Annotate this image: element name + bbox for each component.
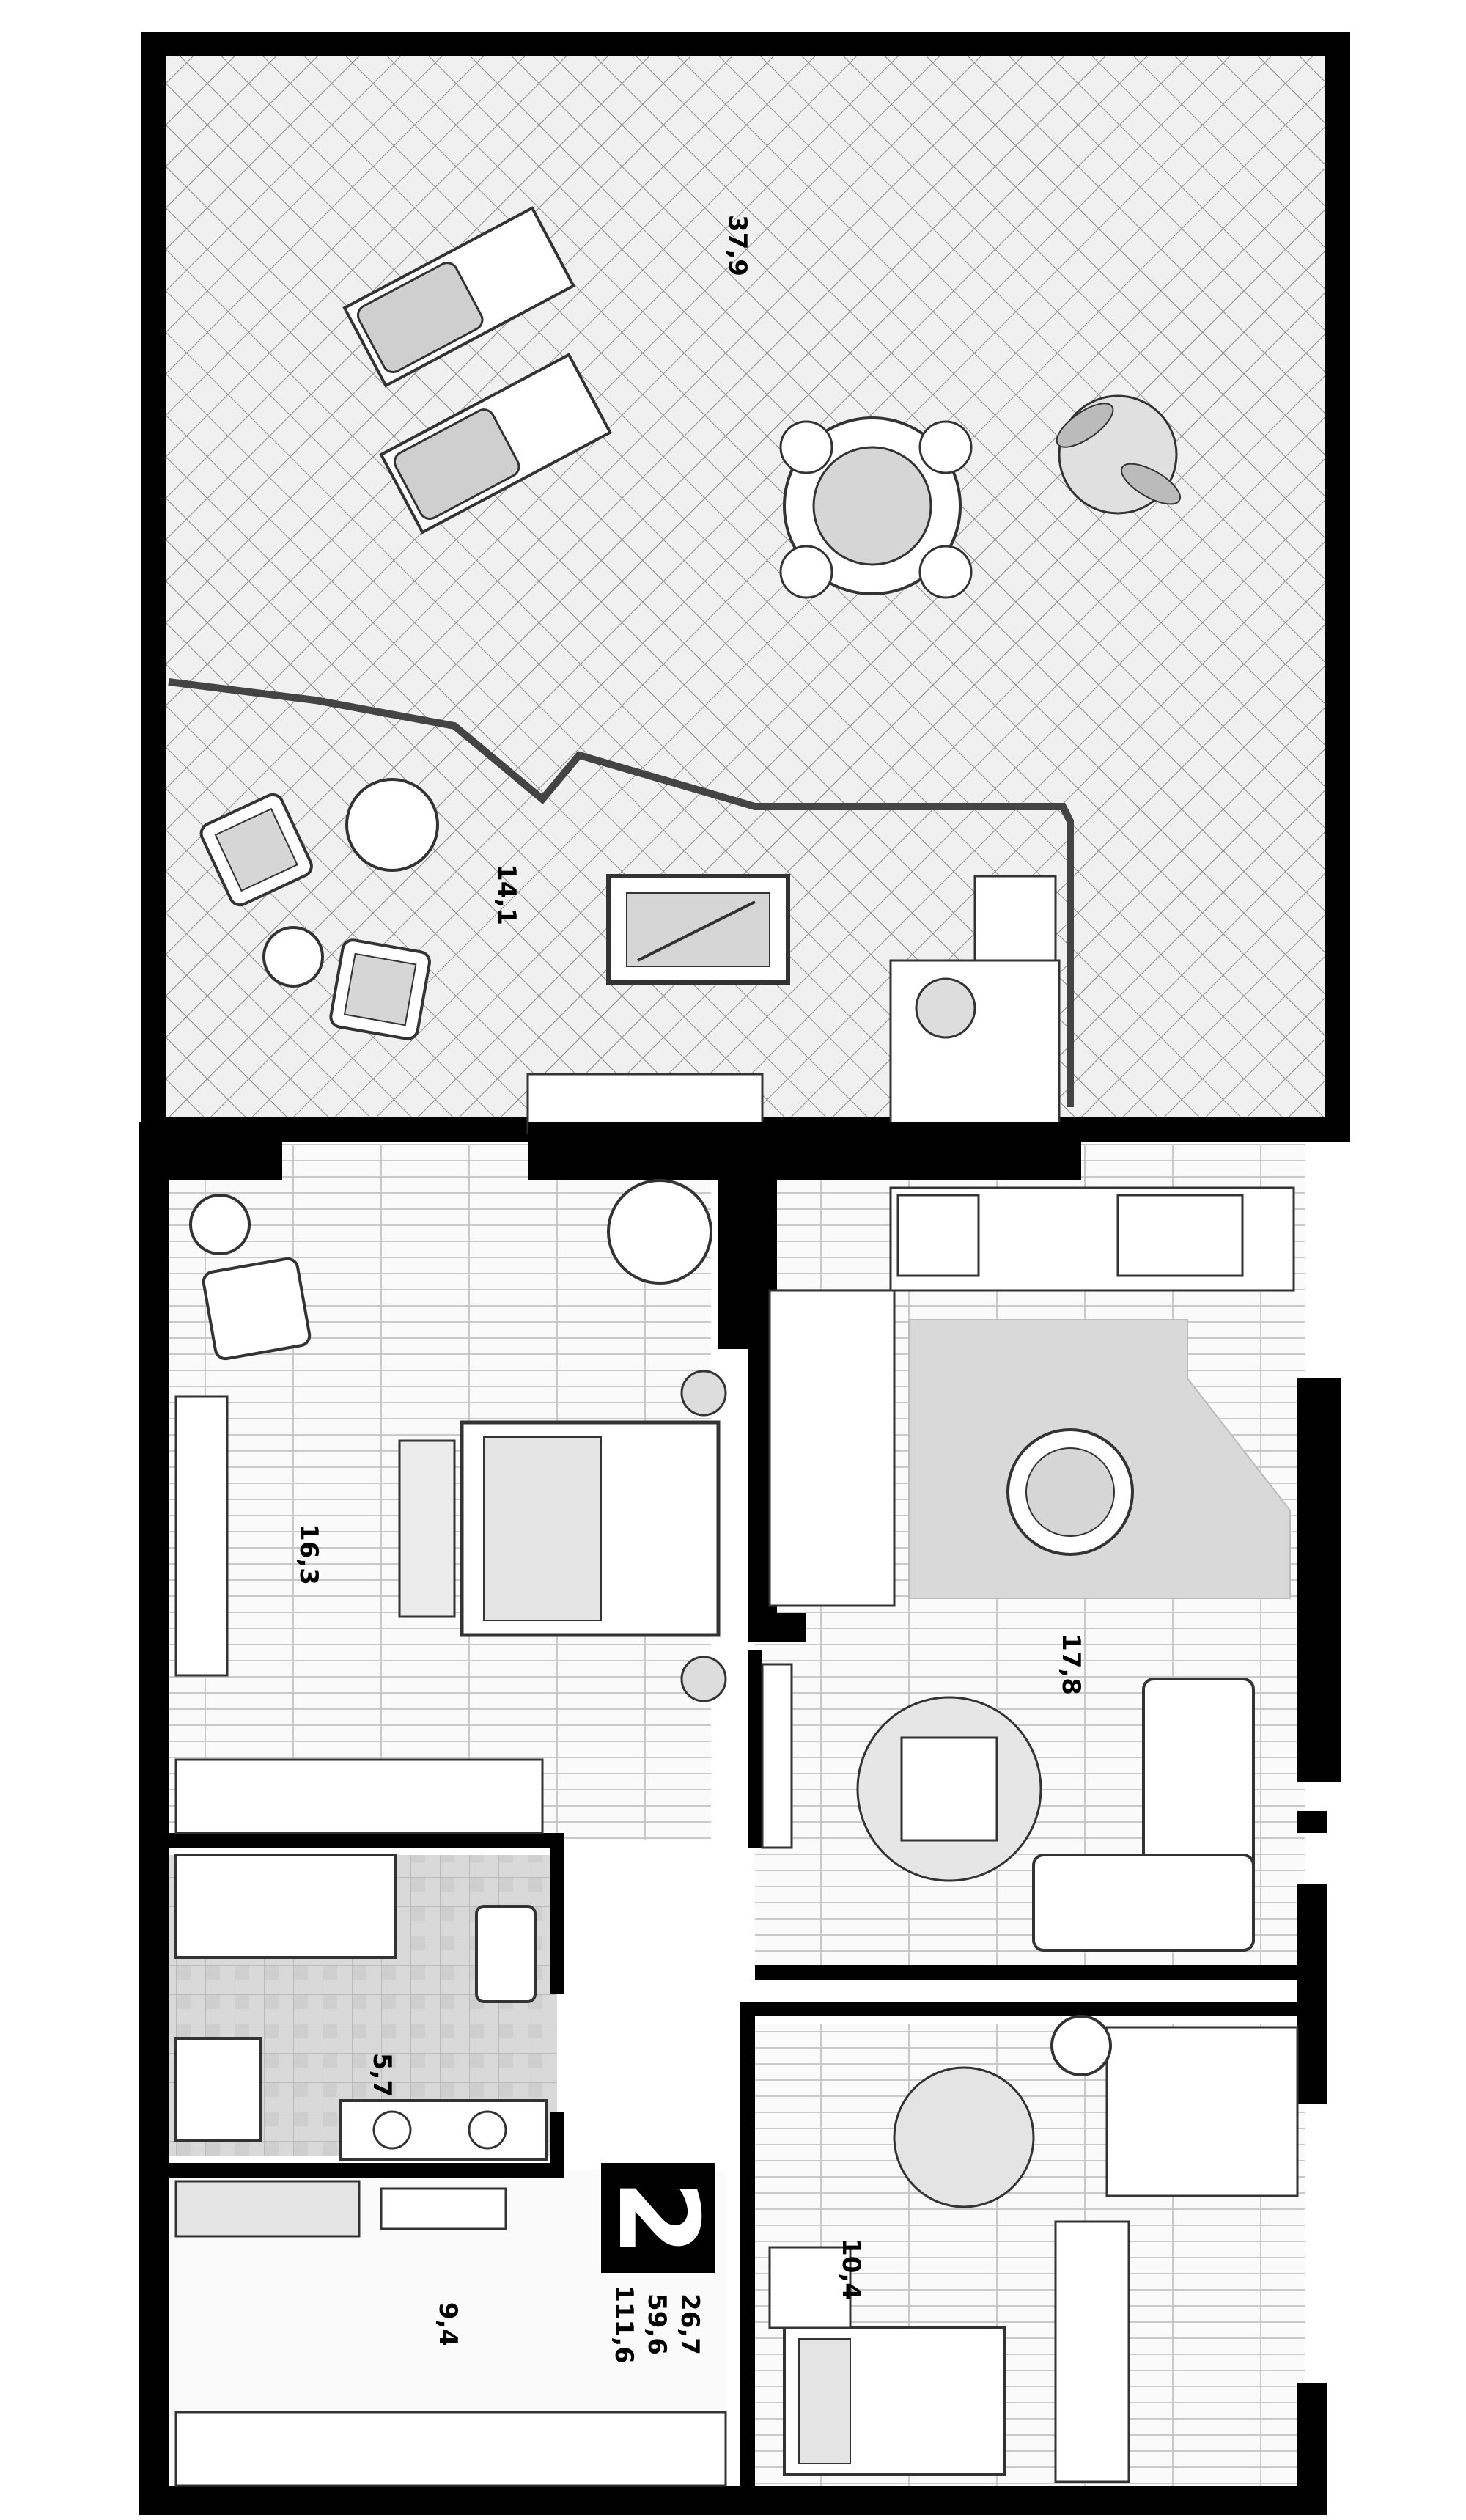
hall-wardrobe [174,2411,727,2487]
sofa-chaise [1032,1854,1255,1952]
terrace-railing [168,678,1074,1107]
armchair [199,793,313,907]
nightstand [680,1656,727,1702]
area-label-kitchen-living: 17,8 [1056,1634,1086,1695]
total-area-value: 59,6 [642,2293,671,2355]
bench [398,1439,456,1618]
toilet [475,1905,537,2003]
walls [139,1122,1341,2515]
sun-lounger [379,353,613,535]
bedroom-furniture [174,1179,727,1834]
sink-icon [1116,1194,1244,1277]
tv-stand [761,1663,793,1849]
area-label-kids-room: 10,4 [836,2238,866,2300]
billiard-table [606,874,790,985]
bathroom-furniture [174,1854,548,2161]
hall-furniture [174,2180,727,2487]
kids-room-furniture [768,2015,1299,2483]
double-sink-vanity [339,2099,548,2161]
rooms-count: 2 [594,2180,721,2256]
washing-machine [174,2037,262,2142]
coffee-table [345,778,439,872]
area-label-lounge: 14,1 [492,864,521,925]
armchair [329,938,431,1040]
kids-wardrobe [1054,2220,1130,2483]
terrace-desk [889,875,1061,1131]
play-rug [893,2066,1035,2208]
area-label-bathroom: 5,7 [367,2053,397,2097]
terrace [141,32,1350,1142]
area-label-hall: 9,4 [433,2302,463,2346]
tv-unit [174,1395,229,1677]
shoe-rack [380,2187,507,2230]
area-label-terrace: 37,9 [723,215,752,276]
wardrobe [174,1758,544,1834]
fan-icon [189,1194,251,1255]
plant-icon [1056,394,1181,515]
terrace-dining-set [779,416,973,599]
shoe-bench [174,2180,361,2238]
fan-icon [1050,2015,1112,2076]
area-label-bedroom: 16,3 [294,1524,323,1585]
pouf [262,926,324,988]
kitchen-living-furniture [761,1186,1295,1952]
sun-lounger [342,206,576,388]
desk [1105,2026,1299,2197]
area-with-terrace-value: 111,6 [609,2285,638,2364]
kitchen-counter [768,1289,896,1607]
nightstand [768,2246,852,2329]
summary-badge: 2 26,7 59,6 111,6 [594,2163,721,2364]
side-table [607,1179,712,1285]
coffee-table [900,1736,998,1842]
living-area-value: 26,7 [675,2293,704,2355]
bathtub [174,1854,397,1959]
nightstand [680,1370,727,1417]
stove-icon [896,1194,980,1277]
armchair [202,1257,312,1361]
